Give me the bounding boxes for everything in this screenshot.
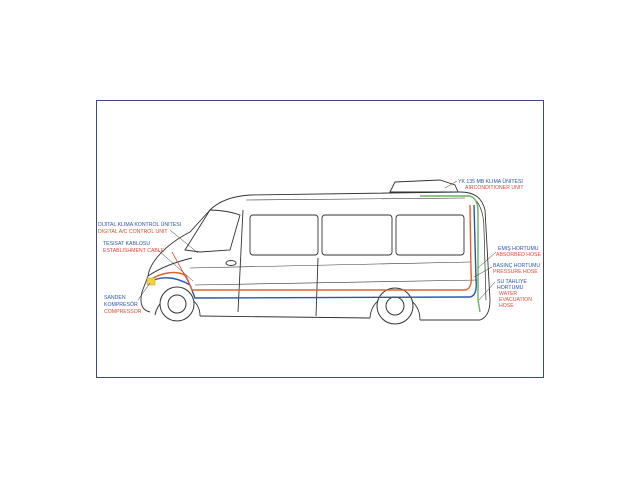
water-hose-label-tr2: HORTUMU	[497, 285, 524, 291]
blue-absorbed-hose	[149, 204, 477, 299]
diagram-frame	[96, 100, 544, 378]
pressure-hose-label-en: PRESSURE HOSE	[493, 269, 538, 275]
leader-lines	[137, 180, 497, 301]
compressor-label-tr1: SANDEN	[104, 295, 126, 301]
water-hose-label-tr1: SU TAHLIYE	[497, 279, 527, 285]
compressor-label-en: COMPRESSOR	[104, 309, 142, 315]
labels: DIJITAL KLIMA KONTROL ÜNITESI DIGITAL A/…	[98, 178, 542, 315]
wheels	[159, 286, 414, 325]
roof-ac-unit	[389, 179, 459, 193]
control-unit-label-en: DIGITAL A/C CONTROL UNIT	[98, 229, 168, 235]
cable-label-en: ESTABLISHMENT CABLE	[103, 248, 165, 254]
ac-unit-label-tr: YK 135 MB KLIMA ÜNITESI	[458, 178, 523, 185]
hoses	[149, 195, 481, 313]
water-hose-label-en2: EVACUATION	[499, 297, 532, 303]
absorbed-hose-label-tr: EMIŞ HORTUMU	[498, 246, 539, 252]
pressure-hose-label-tr: BASINÇ HORTUMU	[493, 263, 540, 269]
compressor-icon	[146, 277, 156, 286]
red-pressure-hose	[149, 204, 473, 291]
compressor-label-tr2: KOMPRESÖR	[104, 301, 138, 308]
green-water-hose	[420, 195, 481, 313]
water-hose-label-en3: HOSE	[499, 303, 514, 309]
van-outline	[140, 191, 491, 321]
absorbed-hose-label-en: ABSORBED HOSE	[496, 252, 542, 258]
control-unit-label-tr: DIJITAL KLIMA KONTROL ÜNITESI	[98, 221, 181, 228]
ac-unit-label-en: AIRCONDITIONER UNIT	[465, 185, 524, 191]
red-cable	[171, 251, 191, 286]
cable-label-tr: TESISAT KABLOSU	[103, 241, 150, 247]
water-hose-label-en1: WATER	[499, 291, 517, 297]
